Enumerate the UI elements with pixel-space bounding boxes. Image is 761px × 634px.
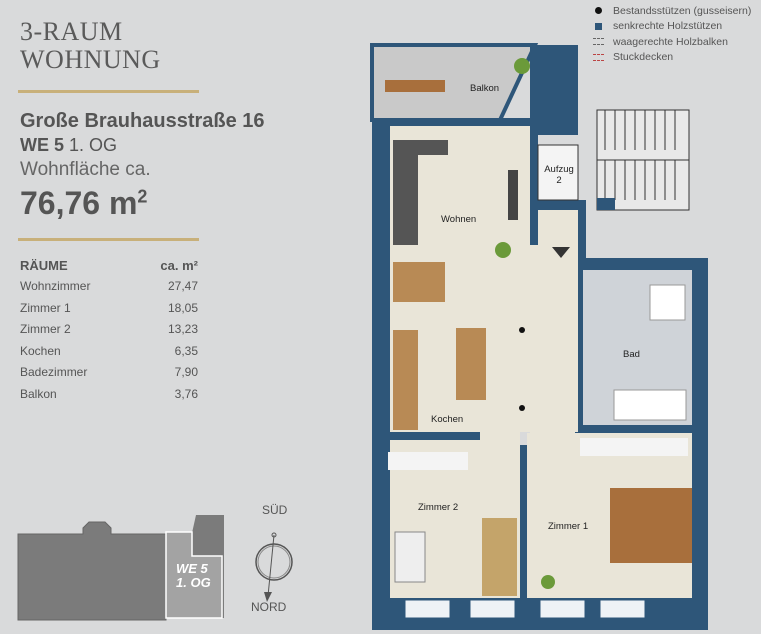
plant-icon: [514, 58, 530, 74]
dashed-gray-icon: [592, 38, 604, 46]
divider: [18, 90, 199, 93]
room-name: Zimmer 1: [20, 300, 71, 315]
apartment-type-title: 3-RAUM WOHNUNG: [20, 18, 161, 74]
aufzug-number: 2: [556, 175, 562, 186]
room-area: 27,47: [167, 279, 198, 293]
shower: [649, 284, 686, 321]
room-name: Zimmer 2: [20, 322, 71, 336]
aufzug-text: Aufzug: [544, 164, 574, 175]
divider: [18, 238, 199, 241]
compass-ring: [255, 543, 293, 581]
desk: [394, 531, 426, 583]
unit-floor: 1. OG: [69, 135, 118, 155]
windows: [404, 599, 646, 619]
unit-highlight: [165, 531, 223, 619]
area-label: Wohnfläche ca.: [20, 159, 151, 180]
bed-single: [482, 518, 517, 596]
radiator: [580, 438, 688, 456]
compass-needle: [267, 534, 275, 597]
compass-south: SÜD: [262, 503, 288, 517]
room-area: 13,23: [167, 322, 198, 336]
building-outline: [17, 521, 167, 621]
building-location-map: [17, 515, 293, 621]
room-row: Wohnzimmer 27,47: [20, 279, 198, 301]
room-row: Badezimmer 7,90: [20, 365, 198, 387]
walls: [372, 45, 708, 630]
furniture: [388, 140, 692, 596]
room-area: 6,35: [174, 343, 198, 358]
legend-item: Bestandsstützen (gusseisern): [592, 3, 751, 19]
room-row: Zimmer 2 13,23: [20, 322, 198, 344]
room-name: Wohnzimmer: [20, 279, 91, 293]
room-row: Zimmer 1 18,05: [20, 301, 198, 323]
plant-icon: [541, 575, 555, 589]
legend-label: senkrechte Holzstützen: [613, 20, 723, 33]
label-balkon: Balkon: [470, 83, 500, 94]
header-area: ca. m²: [160, 258, 198, 273]
room-area: 7,90: [174, 365, 198, 379]
legend-label: Stuckdecken: [613, 51, 674, 64]
location-floor: 1. OG: [176, 575, 211, 590]
label-wohnen: Wohnen: [441, 214, 477, 225]
legend-item: senkrechte Holzstützen: [592, 19, 751, 35]
room-table-header: RÄUME ca. m²: [20, 258, 198, 273]
room-name: Kochen: [20, 343, 61, 358]
label-bad: Bad: [623, 349, 640, 360]
area-value: 76,76 m2: [20, 185, 147, 222]
room-name: Badezimmer: [20, 365, 88, 379]
column-dot: [519, 327, 525, 333]
area-unit-sup: 2: [137, 186, 148, 207]
plant-icon: [495, 242, 511, 258]
staircase: [596, 109, 690, 211]
dashed-red-icon: [592, 53, 604, 61]
legend-label: waagerechte Holzbalken: [613, 35, 728, 48]
compass-north: NORD: [251, 600, 287, 614]
bed-double: [610, 488, 692, 563]
entrance-arrow-icon: [552, 247, 570, 258]
unit-info: WE 5 1. OG: [20, 135, 117, 156]
room-area: 3,76: [174, 386, 198, 401]
sofa: [393, 140, 448, 245]
arrow-down-icon: [264, 592, 272, 602]
room-name: Balkon: [20, 386, 57, 401]
unit-number: WE 5: [20, 135, 65, 155]
title-line-1: 3-RAUM: [20, 17, 123, 46]
label-zimmer2: Zimmer 2: [418, 502, 459, 513]
legend: Bestandsstützen (gusseisern) senkrechte …: [592, 3, 751, 65]
room-area: 18,05: [167, 300, 198, 315]
kitchen-island: [456, 328, 486, 400]
legend-item: waagerechte Holzbalken: [592, 34, 751, 50]
location-we: WE 5: [176, 561, 208, 576]
title-line-2: WOHNUNG: [20, 45, 161, 74]
column-dot: [519, 405, 525, 411]
radiator: [388, 452, 468, 470]
room-row: Balkon 3,76: [20, 387, 198, 409]
area-number: 76,76 m: [20, 185, 138, 221]
label-kochen: Kochen: [431, 414, 464, 425]
balcony-table: [385, 80, 445, 92]
dining-table: [393, 262, 445, 302]
room-row: Kochen 6,35: [20, 344, 198, 366]
black-dot-icon: [592, 7, 604, 15]
legend-label: Bestandsstützen (gusseisern): [613, 4, 752, 17]
blue-square-icon: [592, 22, 604, 30]
bathtub: [613, 389, 687, 421]
legend-item: Stuckdecken: [592, 50, 751, 66]
kitchen-counter: [393, 330, 418, 430]
tv: [508, 170, 518, 220]
header-name: RÄUME: [20, 258, 68, 273]
label-zimmer1: Zimmer 1: [548, 521, 589, 532]
address: Große Brauhausstraße 16: [20, 110, 265, 132]
